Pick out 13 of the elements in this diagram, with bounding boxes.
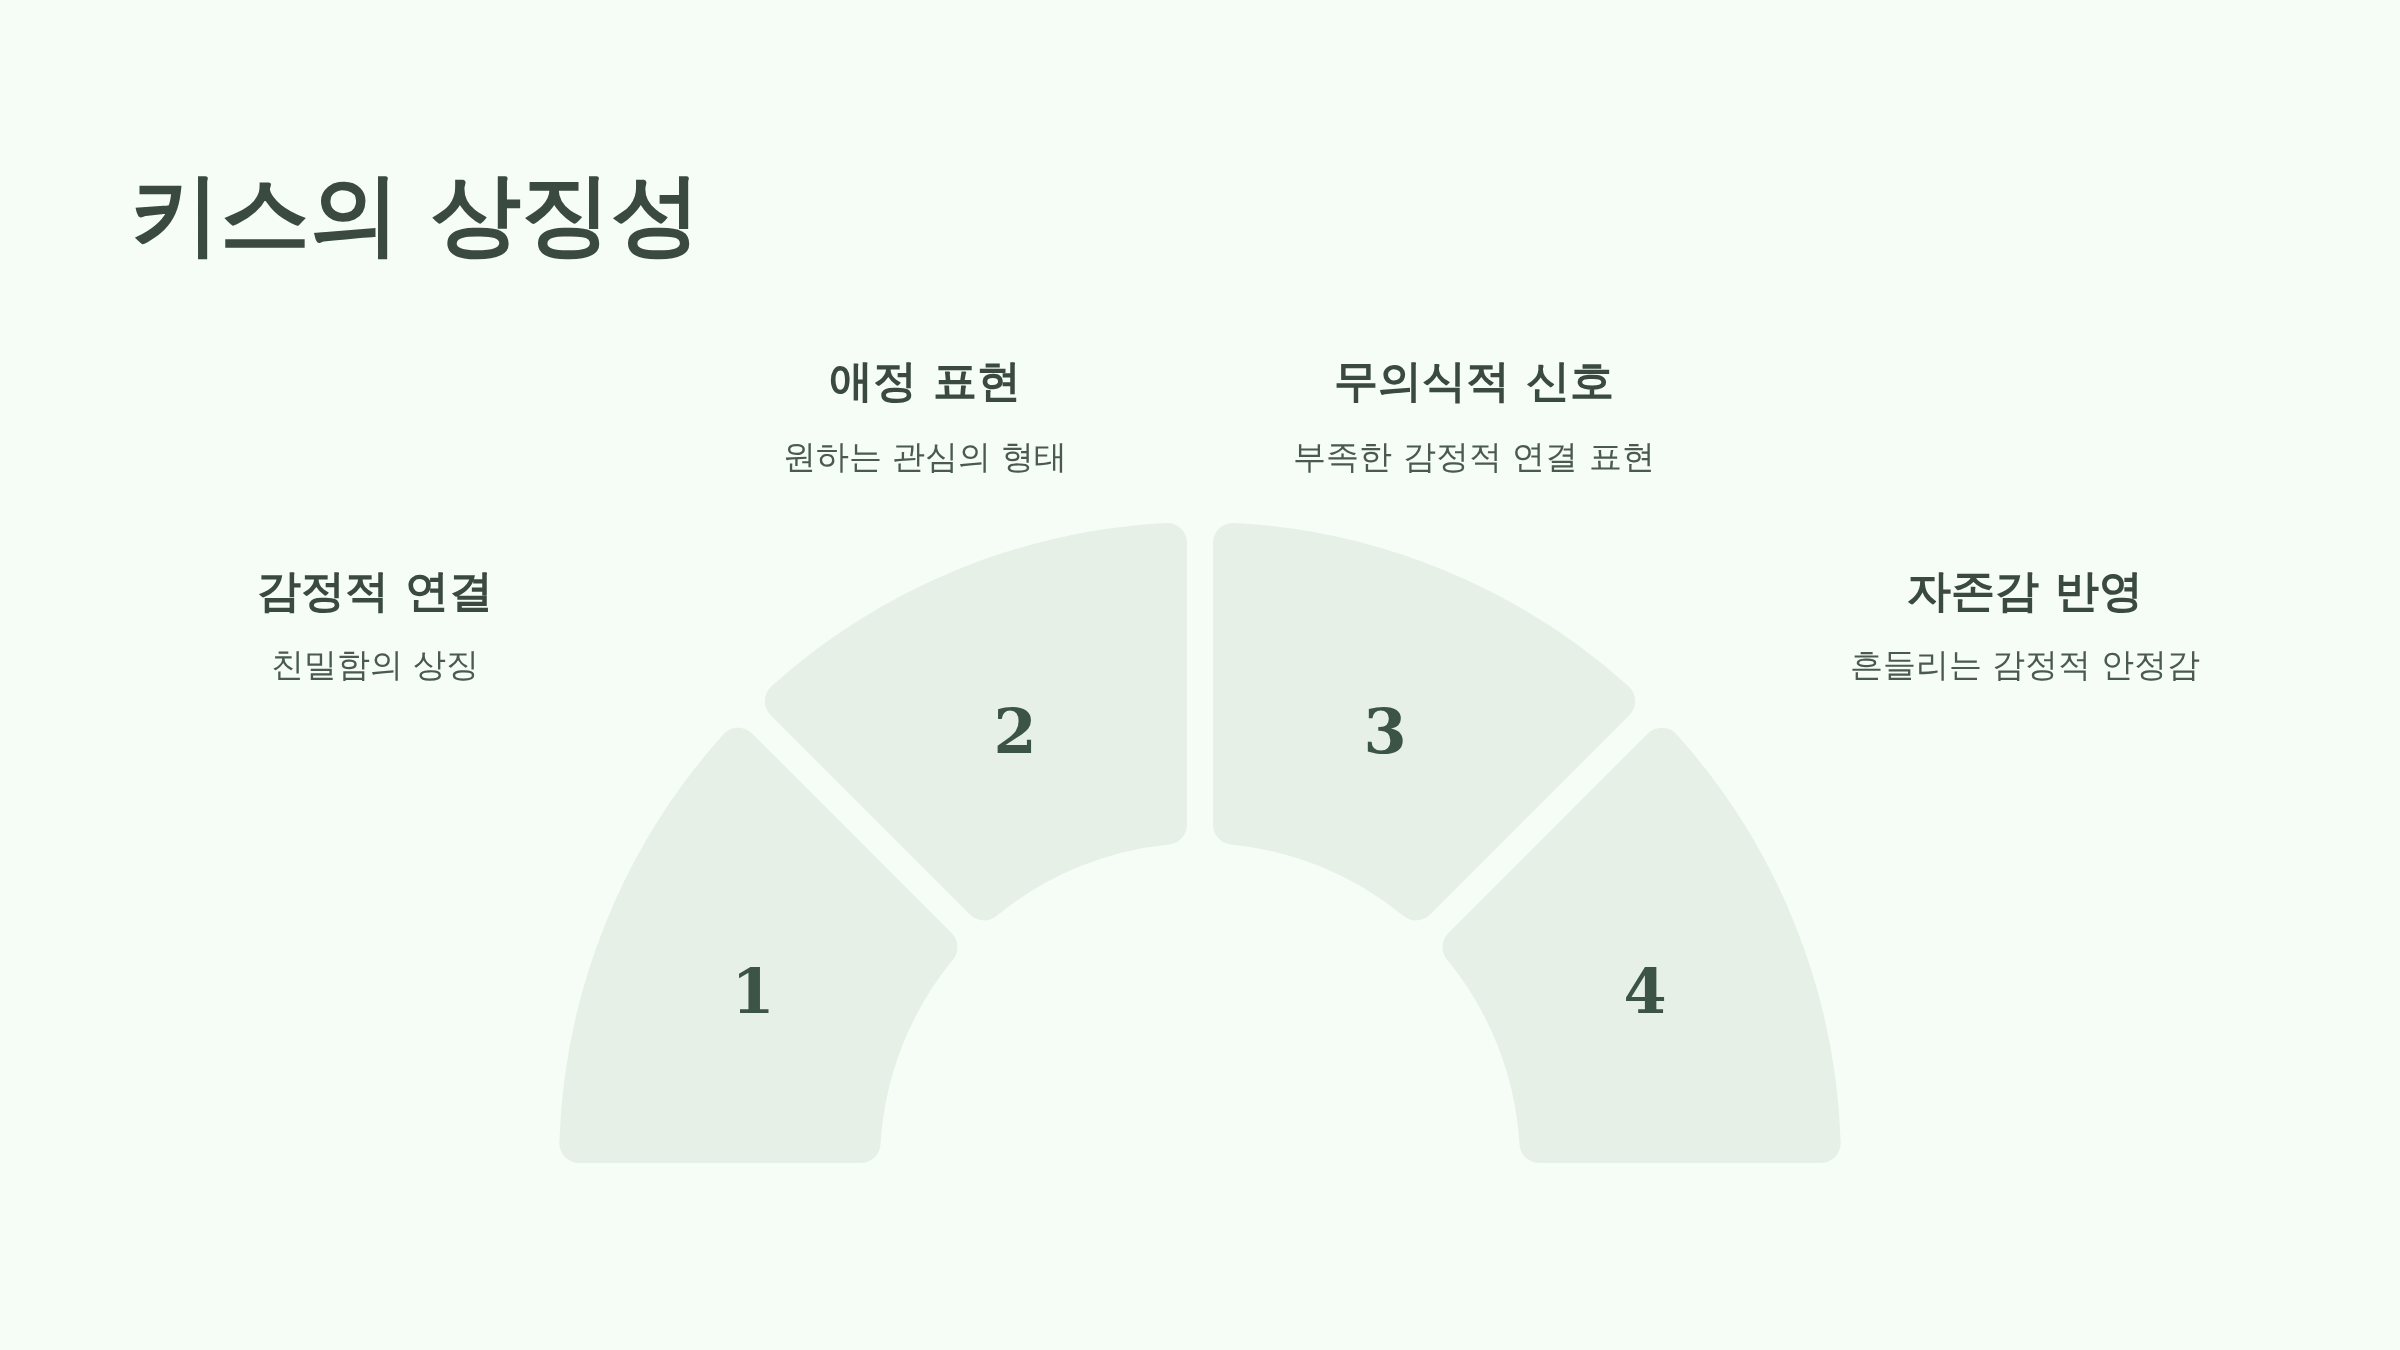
segment-description: 원하는 관심의 형태 bbox=[782, 437, 1068, 477]
segment-number: 3 bbox=[1363, 701, 1407, 763]
segment-heading: 자존감 반영 bbox=[1907, 565, 2143, 618]
title: 키스의 상징성 bbox=[130, 160, 702, 268]
segment-heading: 무의식적 신호 bbox=[1334, 355, 1614, 408]
segment-number: 1 bbox=[731, 961, 775, 1023]
segment-number: 2 bbox=[993, 701, 1037, 763]
segment-heading: 애정 표현 bbox=[829, 355, 1021, 408]
segment-description: 흔들리는 감정적 안정감 bbox=[1849, 645, 2201, 685]
segment-heading: 감정적 연결 bbox=[257, 565, 493, 618]
segment-description: 부족한 감정적 연결 표현 bbox=[1293, 437, 1655, 477]
segment-description: 친밀함의 상징 bbox=[270, 645, 480, 685]
segment-number: 4 bbox=[1623, 961, 1667, 1023]
